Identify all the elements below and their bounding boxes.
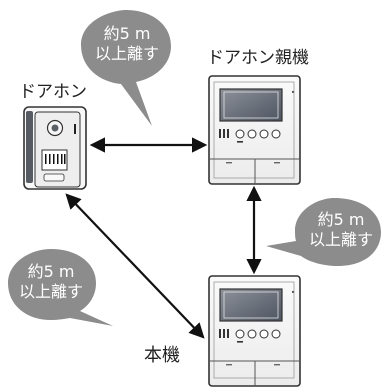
main-monitor-label: ドアホン親機 xyxy=(207,48,309,68)
callout-top-line2: 以上離す xyxy=(94,44,159,63)
callout-top-line1: 約5 m xyxy=(103,24,151,43)
doorphone-label: ドアホン xyxy=(19,82,87,102)
main-monitor-device xyxy=(208,75,301,185)
base-unit-device xyxy=(208,275,301,387)
callout-left-line2: 以上離す xyxy=(18,282,83,301)
callout-text-top: 約5 m 以上離す xyxy=(94,24,160,64)
callout-left-line1: 約5 m xyxy=(27,262,75,281)
distance-arrow-doorphone-to-base-unit xyxy=(65,193,205,339)
callout-right-line2: 以上離す xyxy=(308,230,373,249)
callout-bubble-right xyxy=(266,198,381,266)
callout-text-left: 約5 m 以上離す xyxy=(16,262,86,302)
callout-right-line1: 約5 m xyxy=(317,210,365,229)
base-unit-label: 本機 xyxy=(144,345,180,366)
doorphone-device xyxy=(23,106,87,190)
callout-text-right: 約5 m 以上離す xyxy=(305,210,377,250)
callout-bubble-top xyxy=(81,10,171,126)
